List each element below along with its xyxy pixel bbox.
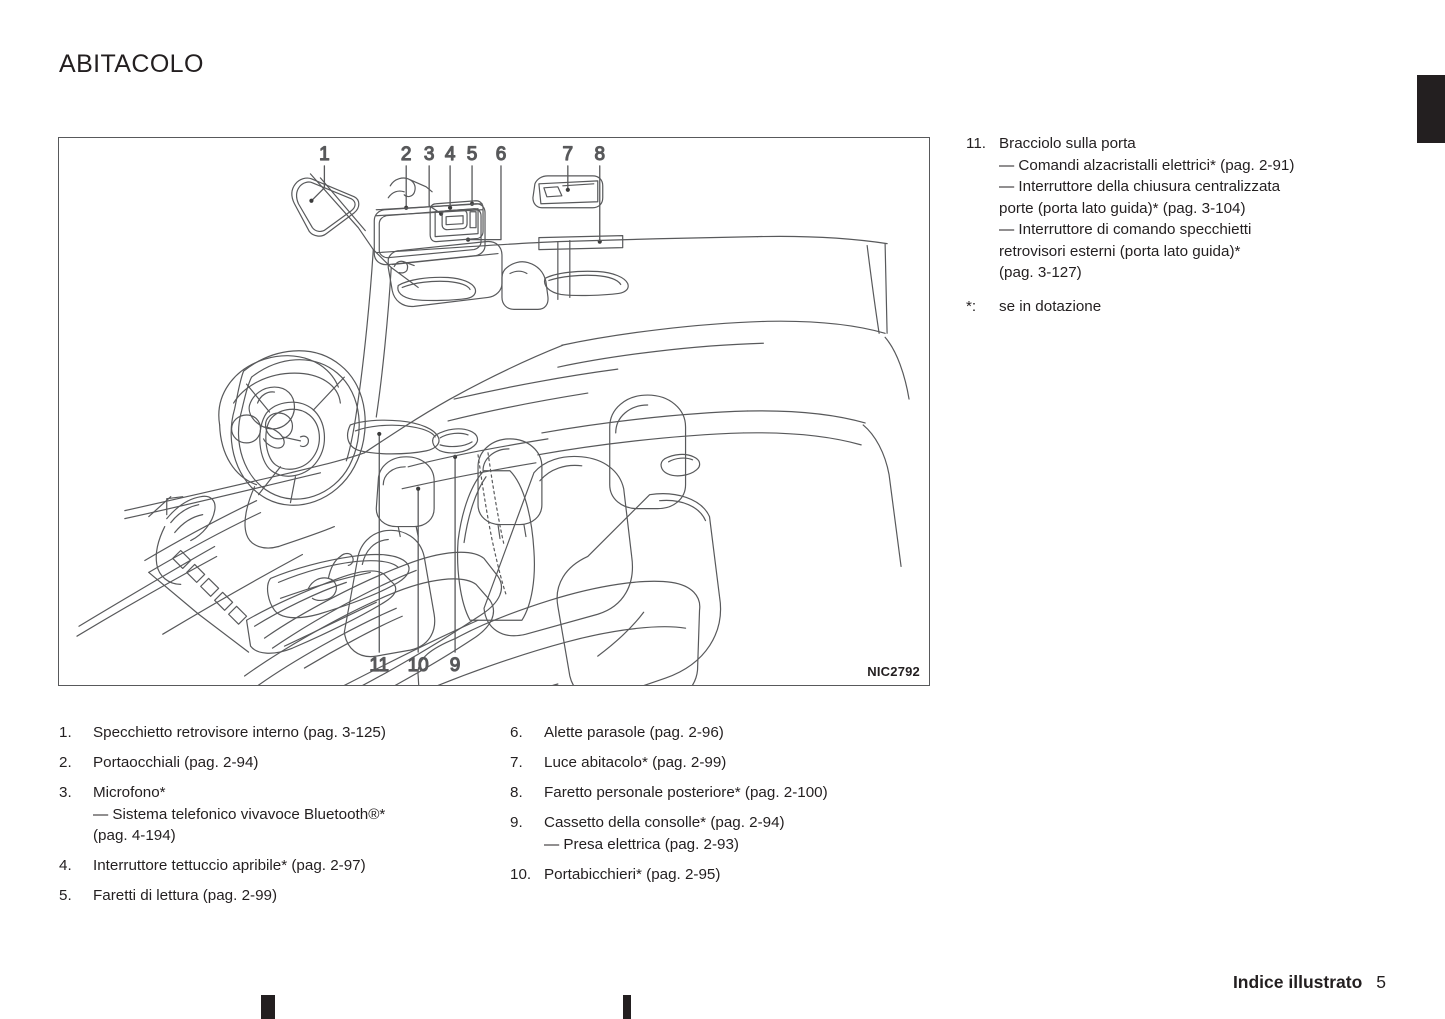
callout-10: 10 (408, 655, 429, 676)
page-edge-tab (1417, 75, 1445, 143)
list-item: 1. Specchietto retrovisore interno (pag.… (59, 722, 489, 744)
list-item-number: 1. (59, 724, 72, 741)
list-item: 9. Cassetto della consolle* (pag. 2-94) … (510, 812, 940, 855)
page-title: ABITACOLO (59, 49, 204, 78)
note-line: retrovisori esterni (porta lato guida)* (999, 242, 1241, 260)
list-item-subline: (pag. 4-194) (93, 827, 176, 844)
note-item: 11. Bracciolo sulla porta — Comandi alza… (966, 133, 1366, 284)
note-line: Bracciolo sulla porta (999, 135, 1136, 152)
list-item-text: Cassetto della consolle* (pag. 2-94) — P… (544, 812, 940, 855)
list-item-number: 8. (510, 784, 523, 801)
legend-list-right: 6. Alette parasole (pag. 2-96) 7. Luce a… (510, 722, 940, 894)
footnote-text: se in dotazione (999, 296, 1366, 318)
footer-section-label: Indice illustrato (1232, 972, 1363, 992)
list-item-text: Alette parasole (pag. 2-96) (544, 722, 940, 744)
list-item-label: Luce abitacolo* (pag. 2-99) (544, 754, 727, 771)
list-item: 7. Luce abitacolo* (pag. 2-99) (510, 752, 940, 774)
list-item-number: 3. (59, 784, 72, 801)
list-item-number: 2. (59, 754, 72, 771)
note-item-number: 11. (966, 135, 986, 152)
callout-2: 2 (401, 144, 412, 165)
list-item-number: 10. (510, 865, 532, 883)
list-item: 3. Microfono* — Sistema telefonico vivav… (59, 782, 489, 847)
list-item: 4. Interruttore tettuccio apribile* (pag… (59, 855, 489, 877)
list-item-text: Microfono* — Sistema telefonico vivavoce… (93, 782, 489, 847)
footnote-item: *: se in dotazione (966, 296, 1366, 318)
note-line: porte (porta lato guida)* (pag. 3-104) (999, 199, 1246, 217)
note-line: — Interruttore della chiusura centralizz… (999, 178, 1281, 195)
list-item-text: Portaocchiali (pag. 2-94) (93, 752, 489, 774)
list-item-label: Alette parasole (pag. 2-96) (544, 724, 724, 741)
note-line: (pag. 3-127) (999, 264, 1082, 281)
callout-4: 4 (445, 144, 456, 165)
note-line: — Comandi alzacristalli elettrici* (pag.… (999, 156, 1295, 174)
list-item-subline: — Sistema telefonico vivavoce Bluetooth®… (93, 805, 386, 823)
list-item-label: Portabicchieri* (pag. 2-95) (544, 865, 721, 883)
callout-5: 5 (467, 144, 478, 165)
list-item-text: Interruttore tettuccio apribile* (pag. 2… (93, 855, 489, 877)
list-item-label: Interruttore tettuccio apribile* (pag. 2… (93, 857, 366, 874)
legend-note-column: 11. Bracciolo sulla porta — Comandi alza… (966, 133, 1366, 329)
list-item-number: 4. (59, 857, 72, 874)
note-item-text: Bracciolo sulla porta — Comandi alzacris… (999, 133, 1366, 284)
footer-page-number: 5 (1376, 972, 1386, 992)
registration-mark-right (623, 995, 631, 1019)
list-item-text: Specchietto retrovisore interno (pag. 3-… (93, 722, 489, 744)
list-item-label: Specchietto retrovisore interno (pag. 3-… (93, 724, 386, 741)
list-item-number: 6. (510, 724, 523, 741)
callout-3: 3 (424, 144, 435, 165)
list-item-text: Luce abitacolo* (pag. 2-99) (544, 752, 940, 774)
list-item-text: Faretti di lettura (pag. 2-99) (93, 885, 489, 907)
list-item: 8. Faretto personale posteriore* (pag. 2… (510, 782, 940, 804)
callout-6: 6 (496, 144, 507, 165)
registration-mark-left (261, 995, 275, 1019)
list-item-number: 9. (510, 814, 523, 831)
footnote-marker: *: (966, 297, 977, 315)
list-item-text: Faretto personale posteriore* (pag. 2-10… (544, 782, 940, 804)
list-item-label: Microfono* (93, 784, 166, 801)
interior-diagram-figure: 1 2 3 4 5 6 7 8 11 10 9 NIC2792 (58, 137, 930, 686)
legend-list-left: 1. Specchietto retrovisore interno (pag.… (59, 722, 489, 915)
list-item-label: Portaocchiali (pag. 2-94) (93, 754, 259, 771)
note-line: se in dotazione (999, 297, 1102, 315)
list-item: 2. Portaocchiali (pag. 2-94) (59, 752, 489, 774)
figure-code: NIC2792 (867, 664, 920, 679)
callout-7: 7 (563, 144, 574, 165)
callout-9: 9 (450, 655, 461, 676)
list-item-number: 5. (59, 887, 72, 904)
list-item-number: 7. (510, 754, 523, 771)
callout-1: 1 (319, 144, 330, 165)
page-footer: Indice illustrato 5 (1233, 972, 1386, 993)
note-line: — Interruttore di comando specchietti (999, 221, 1252, 238)
list-item: 5. Faretti di lettura (pag. 2-99) (59, 885, 489, 907)
vehicle-interior-cutaway-illustration: 1 2 3 4 5 6 7 8 11 10 9 (76, 143, 910, 685)
list-item-label: Faretti di lettura (pag. 2-99) (93, 887, 278, 904)
list-item-label: Faretto personale posteriore* (pag. 2-10… (544, 784, 828, 801)
list-item: 10. Portabicchieri* (pag. 2-95) (510, 864, 940, 886)
callout-8: 8 (594, 144, 605, 165)
list-item-text: Portabicchieri* (pag. 2-95) (544, 864, 940, 886)
list-item: 6. Alette parasole (pag. 2-96) (510, 722, 940, 744)
list-item-label: Cassetto della consolle* (pag. 2-94) (544, 814, 785, 831)
callout-11: 11 (369, 655, 389, 676)
list-item-subline: — Presa elettrica (pag. 2-93) (544, 835, 739, 853)
